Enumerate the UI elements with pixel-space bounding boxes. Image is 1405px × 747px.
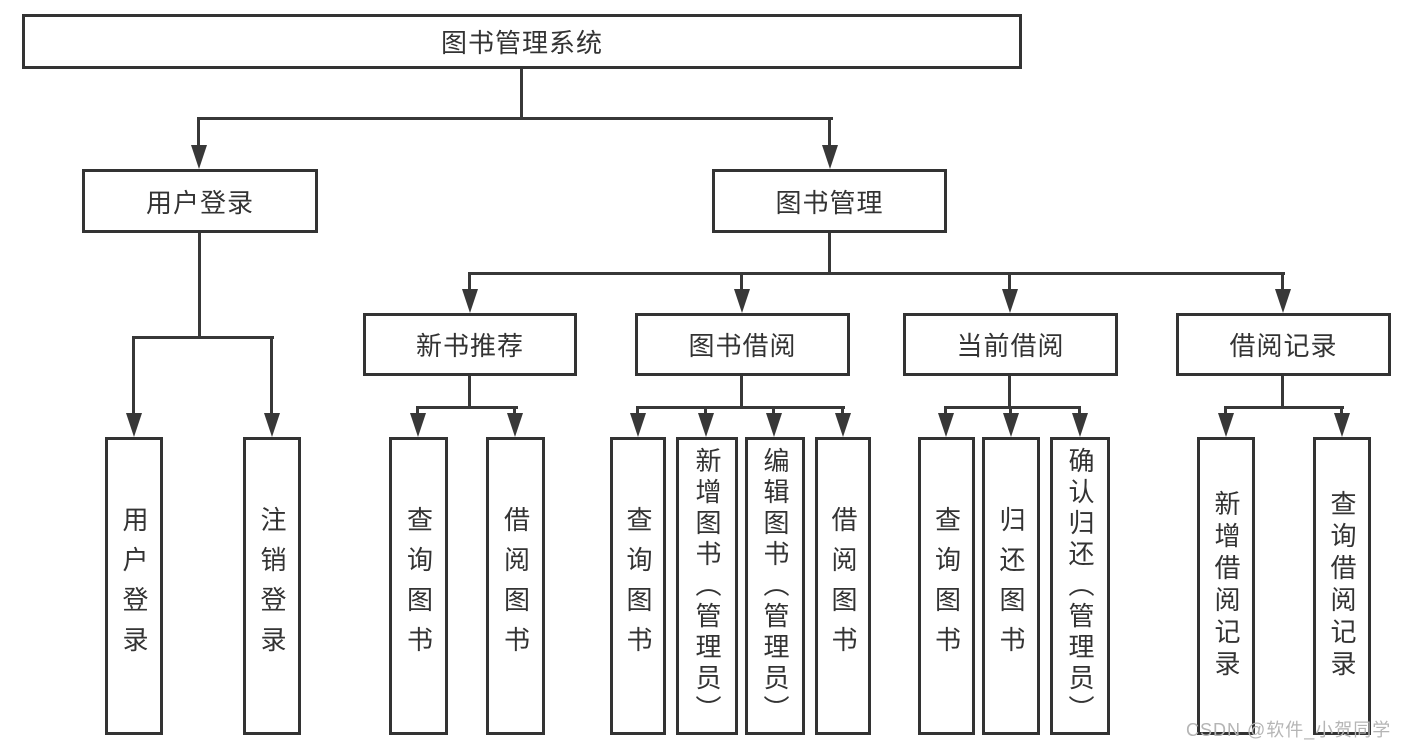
node-leaf-logout: 注销登录 [243,437,301,735]
connector-root-trunk [520,69,523,117]
connector-drop-bb-query [636,406,639,416]
connector-new-book-rec-trunk [468,376,471,409]
node-user-login-label: 用户登录 [145,187,254,218]
arrowhead-icon [1003,413,1019,437]
connector-book-mgmt-trunk [828,233,831,275]
node-bb-borrow-label: 借阅图书 [828,506,858,666]
connector-borrow-records-trunk [1281,376,1284,409]
node-bb-query: 查询图书 [610,437,666,735]
watermark: CSDN @软件_小贺同学 [1186,720,1392,740]
arrowhead-icon [1275,289,1291,313]
connector-drop-leaf-user-login [132,336,135,416]
node-br-query: 查询借阅记录 [1313,437,1371,735]
node-book-borrow-label: 图书借阅 [688,331,797,361]
connector-current-borrow-trunk [1008,376,1011,409]
connector-drop-bb-borrow [841,406,844,416]
arrowhead-icon [126,413,142,437]
connector-root-branch [197,117,833,120]
node-book-mgmt-label: 图书管理 [775,187,884,218]
connector-book-borrow-branch [636,406,845,409]
node-leaf-user-login: 用户登录 [105,437,163,735]
connector-current-borrow-branch [944,406,1081,409]
node-book-mgmt: 图书管理 [712,169,947,233]
arrowhead-icon [191,145,207,169]
connector-drop-borrow-records [1281,272,1284,292]
node-current-borrow-label: 当前借阅 [956,331,1065,361]
arrowhead-icon [698,413,714,437]
connector-drop-br-add [1224,406,1227,416]
arrowhead-icon [938,413,954,437]
connector-new-book-rec-branch [416,406,518,409]
connector-drop-leaf-logout [270,336,273,416]
node-cb-return: 归还图书 [982,437,1040,735]
connector-user-login-branch [132,336,274,339]
node-nb-query: 查询图书 [389,437,448,735]
connector-drop-cb-query [944,406,947,416]
node-nb-query-label: 查询图书 [403,506,434,666]
node-new-book-rec-label: 新书推荐 [415,331,524,361]
connector-drop-user-login [197,117,200,147]
arrowhead-icon [822,145,838,169]
connector-user-login-trunk [198,233,201,339]
node-bb-borrow: 借阅图书 [815,437,871,735]
node-root-label: 图书管理系统 [440,28,603,58]
node-leaf-user-login-label: 用户登录 [119,506,149,666]
arrowhead-icon [766,413,782,437]
arrowhead-icon [410,413,426,437]
connector-drop-cb-confirm [1078,406,1081,416]
node-current-borrow: 当前借阅 [903,313,1118,376]
node-bb-add-label: 新增图书（管理员） [692,446,722,726]
node-bb-edit-label: 编辑图书（管理员） [760,446,790,726]
node-user-login: 用户登录 [82,169,318,233]
arrowhead-icon [264,413,280,437]
arrowhead-icon [630,413,646,437]
node-borrow-records: 借阅记录 [1176,313,1391,376]
connector-drop-new-book-rec [468,272,471,292]
arrowhead-icon [1072,413,1088,437]
arrowhead-icon [462,289,478,313]
arrowhead-icon [734,289,750,313]
connector-drop-bb-add [704,406,707,416]
arrowhead-icon [1218,413,1234,437]
connector-drop-br-query [1340,406,1343,416]
connector-drop-current-borrow [1008,272,1011,292]
node-bb-edit: 编辑图书（管理员） [745,437,805,735]
node-root: 图书管理系统 [22,14,1022,69]
node-cb-return-label: 归还图书 [996,506,1026,666]
node-bb-add: 新增图书（管理员） [676,437,738,735]
node-br-add: 新增借阅记录 [1197,437,1255,735]
connector-borrow-records-branch [1224,406,1344,409]
connector-drop-book-mgmt [828,117,831,147]
connector-book-mgmt-branch [468,272,1285,275]
connector-drop-book-borrow [740,272,743,292]
node-cb-confirm-label: 确认归还（管理员） [1065,446,1095,726]
connector-book-borrow-trunk [740,376,743,409]
arrowhead-icon [507,413,523,437]
node-cb-query-label: 查询图书 [931,506,962,666]
node-br-query-label: 查询借阅记录 [1327,490,1357,682]
node-cb-query: 查询图书 [918,437,975,735]
connector-drop-bb-edit [772,406,775,416]
node-nb-borrow: 借阅图书 [486,437,545,735]
node-new-book-rec: 新书推荐 [363,313,577,376]
node-bb-query-label: 查询图书 [623,506,653,666]
node-leaf-logout-label: 注销登录 [257,506,287,666]
connector-drop-nb-query [416,406,419,416]
connector-drop-nb-borrow [513,406,516,416]
node-br-add-label: 新增借阅记录 [1211,490,1241,682]
node-cb-confirm: 确认归还（管理员） [1050,437,1110,735]
node-borrow-records-label: 借阅记录 [1229,331,1338,361]
arrowhead-icon [835,413,851,437]
connector-drop-cb-return [1009,406,1012,416]
node-nb-borrow-label: 借阅图书 [500,506,531,666]
node-book-borrow: 图书借阅 [635,313,850,376]
arrowhead-icon [1334,413,1350,437]
arrowhead-icon [1002,289,1018,313]
